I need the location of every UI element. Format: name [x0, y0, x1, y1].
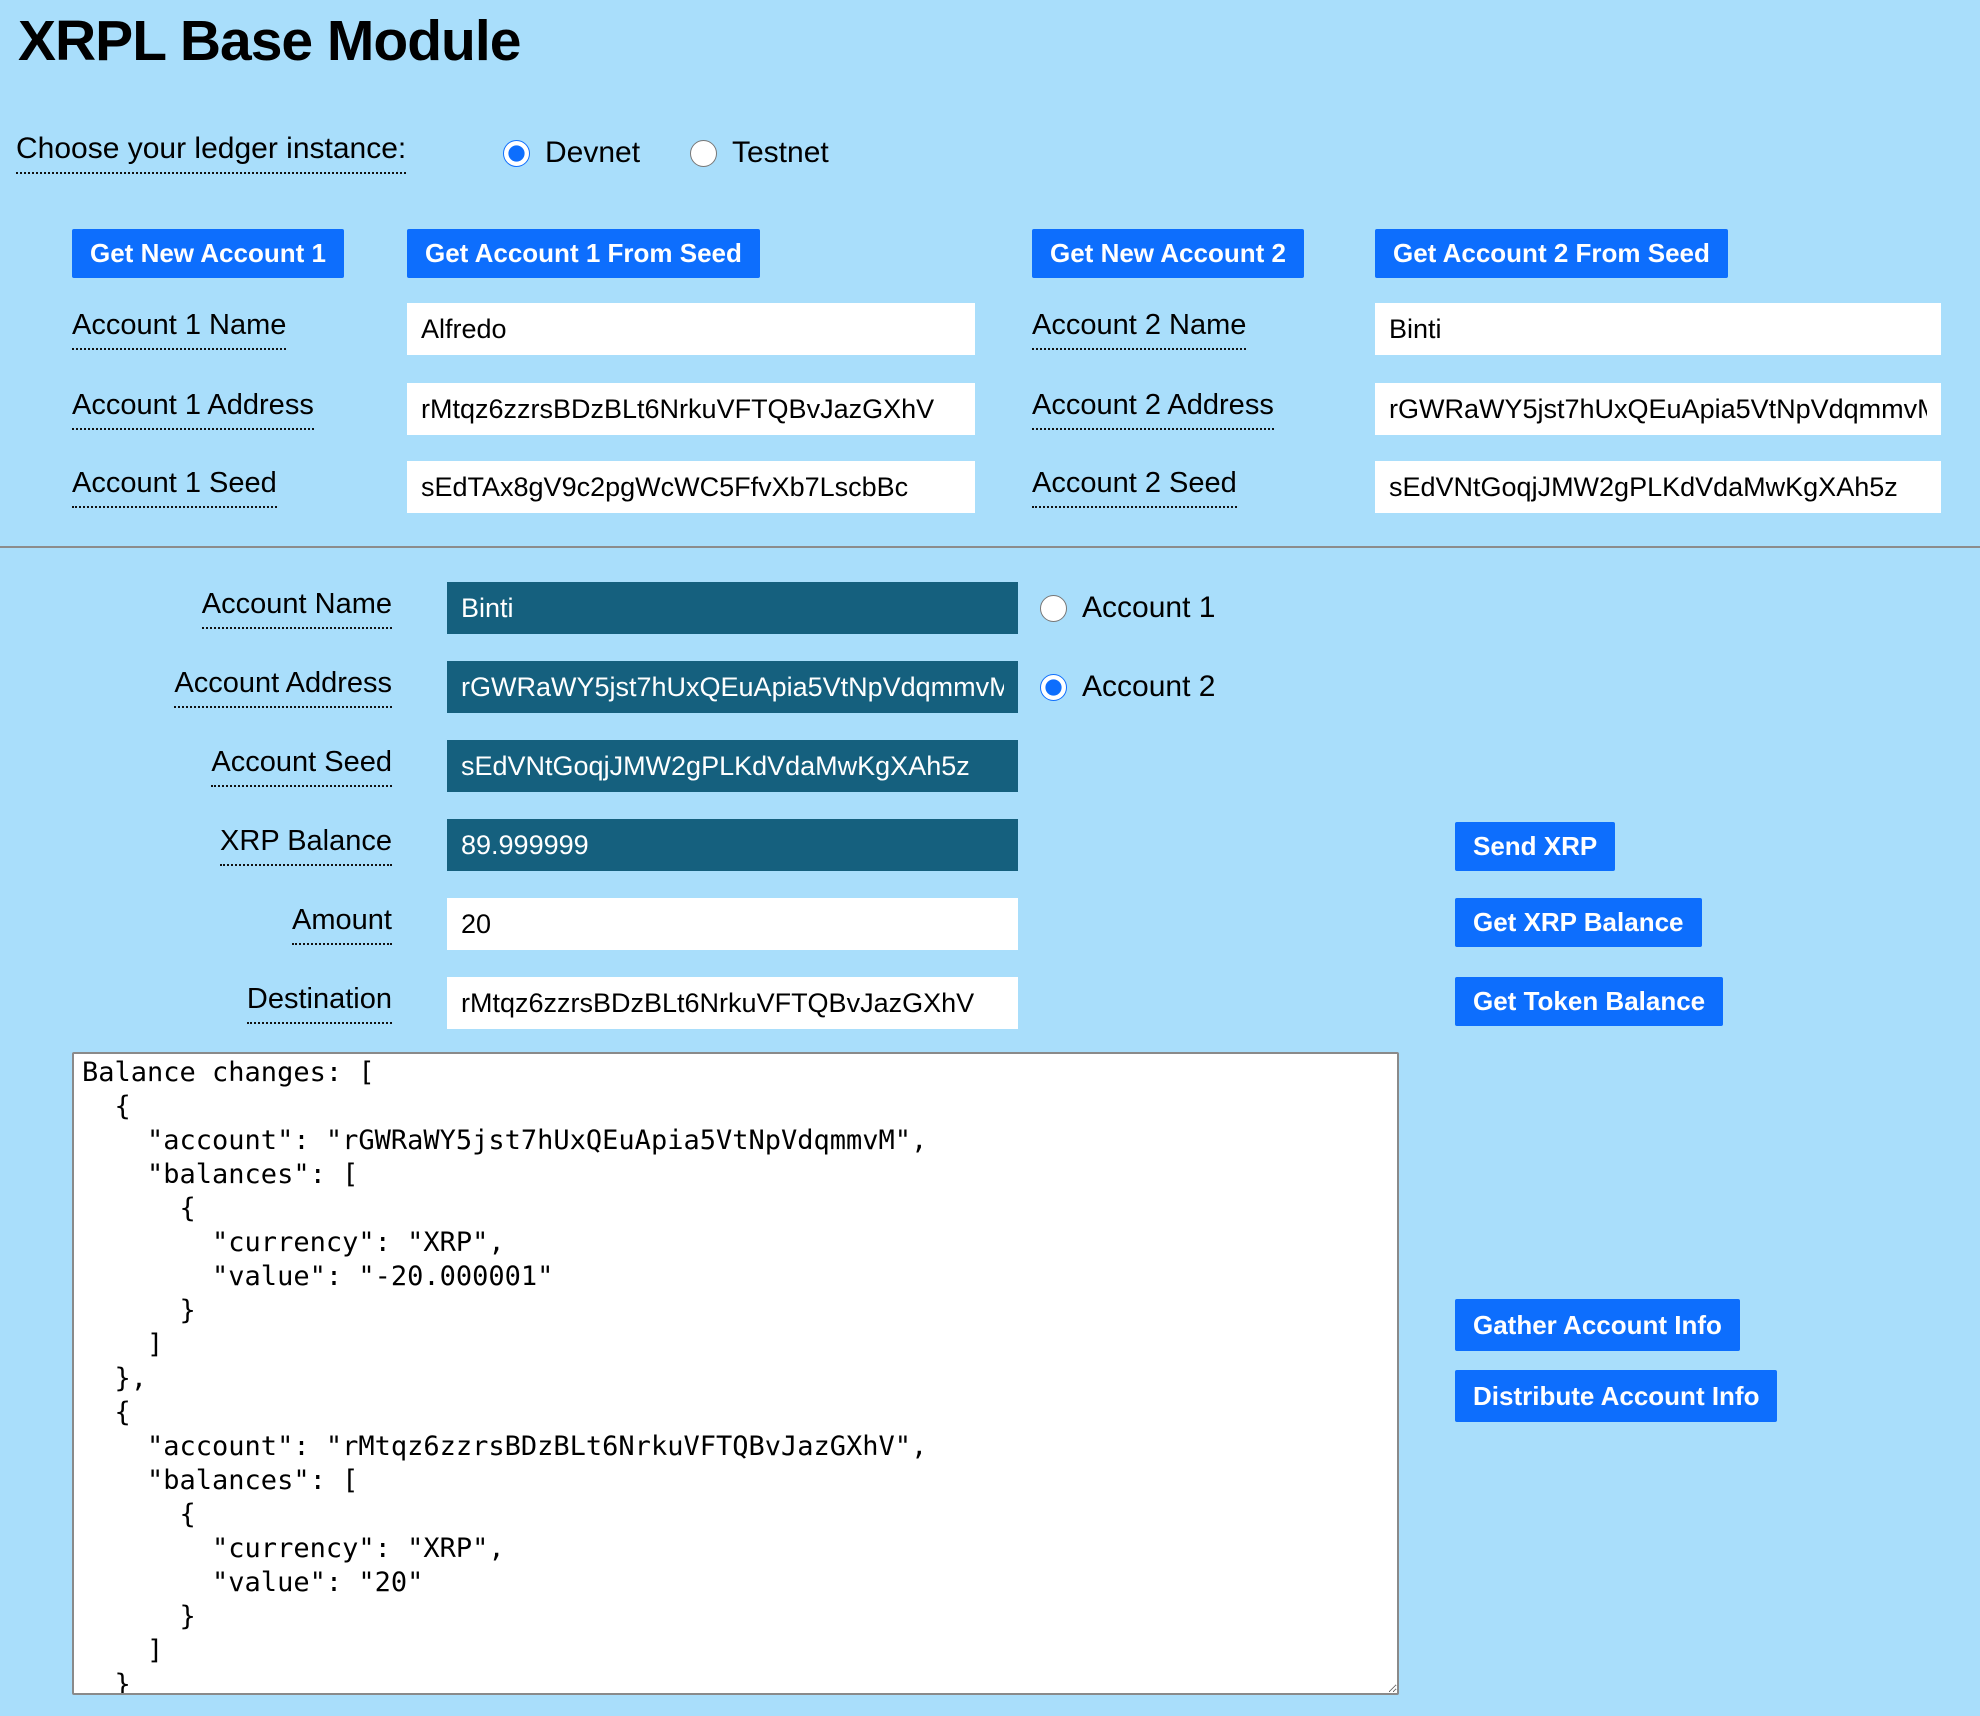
get-token-balance-button[interactable]: Get Token Balance	[1455, 977, 1724, 1026]
account-2-name-label: Account 2 Name	[1032, 303, 1247, 355]
account-2-name-input[interactable]	[1375, 303, 1941, 355]
devnet-label: Devnet	[545, 136, 641, 169]
destination-input[interactable]	[447, 977, 1018, 1029]
account-2-address-label: Account 2 Address	[1032, 383, 1274, 435]
get-xrp-balance-button[interactable]: Get XRP Balance	[1455, 898, 1702, 947]
devnet-radio[interactable]	[503, 139, 530, 167]
account-1-radio[interactable]	[1040, 594, 1067, 622]
account-1-address-input[interactable]	[407, 383, 975, 435]
amount-label: Amount	[60, 898, 392, 950]
distribute-account-info-button[interactable]: Distribute Account Info	[1455, 1370, 1778, 1422]
xrp-balance-label: XRP Balance	[60, 819, 392, 871]
page-title: XRPL Base Module	[18, 9, 521, 73]
account-2-seed-label: Account 2 Seed	[1032, 461, 1237, 513]
send-xrp-button[interactable]: Send XRP	[1455, 822, 1616, 871]
ledger-option-devnet[interactable]: Devnet	[503, 128, 640, 178]
account-address-label: Account Address	[60, 661, 392, 713]
xrp-balance-input[interactable]	[447, 819, 1018, 871]
account-name-input[interactable]	[447, 582, 1018, 634]
account-2-selector[interactable]: Account 2	[1040, 661, 1215, 713]
get-new-account-2-button[interactable]: Get New Account 2	[1032, 229, 1304, 278]
results-output[interactable]: Balance changes: [ { "account": "rGWRaWY…	[72, 1052, 1399, 1695]
account-2-radio[interactable]	[1040, 673, 1067, 701]
get-new-account-1-button[interactable]: Get New Account 1	[72, 229, 344, 278]
testnet-radio[interactable]	[690, 139, 717, 167]
destination-label: Destination	[60, 977, 392, 1029]
account-1-seed-label: Account 1 Seed	[72, 461, 277, 513]
account-1-name-input[interactable]	[407, 303, 975, 355]
account-seed-label: Account Seed	[60, 740, 392, 792]
account-seed-input[interactable]	[447, 740, 1018, 792]
section-divider	[0, 546, 1980, 548]
account-2-address-input[interactable]	[1375, 383, 1941, 435]
account-name-label: Account Name	[60, 582, 392, 634]
get-account-1-from-seed-button[interactable]: Get Account 1 From Seed	[407, 229, 760, 278]
amount-input[interactable]	[447, 898, 1018, 950]
account-1-radio-label: Account 1	[1082, 591, 1216, 624]
account-2-radio-label: Account 2	[1082, 670, 1216, 703]
account-1-selector[interactable]: Account 1	[1040, 582, 1215, 634]
ledger-instance-label: Choose your ledger instance:	[16, 128, 407, 178]
get-account-2-from-seed-button[interactable]: Get Account 2 From Seed	[1375, 229, 1728, 278]
account-1-name-label: Account 1 Name	[72, 303, 287, 355]
account-1-address-label: Account 1 Address	[72, 383, 314, 435]
gather-account-info-button[interactable]: Gather Account Info	[1455, 1299, 1740, 1351]
account-2-seed-input[interactable]	[1375, 461, 1941, 513]
account-address-input[interactable]	[447, 661, 1018, 713]
ledger-option-testnet[interactable]: Testnet	[690, 128, 829, 178]
testnet-label: Testnet	[732, 136, 829, 169]
account-1-seed-input[interactable]	[407, 461, 975, 513]
